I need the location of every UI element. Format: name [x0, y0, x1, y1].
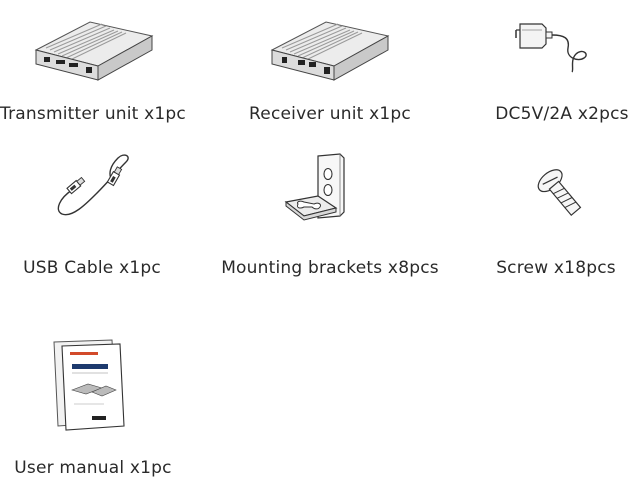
user-manual-label: User manual x1pc [14, 458, 172, 478]
screw-icon [530, 164, 596, 228]
usb-cable-icon [50, 152, 140, 218]
power-adapter-icon [512, 18, 592, 76]
receiver-unit-icon [268, 16, 392, 82]
transmitter-unit-icon [32, 16, 156, 82]
receiver-label: Receiver unit x1pc [249, 104, 411, 124]
mounting-bracket-icon [282, 152, 352, 226]
transmitter-label: Transmitter unit x1pc [0, 104, 186, 124]
screw-label: Screw x18pcs [496, 258, 616, 278]
power-adapter-label: DC5V/2A x2pcs [495, 104, 628, 124]
usb-cable-label: USB Cable x1pc [23, 258, 161, 278]
user-manual-icon [50, 338, 128, 431]
mounting-brackets-label: Mounting brackets x8pcs [221, 258, 439, 278]
